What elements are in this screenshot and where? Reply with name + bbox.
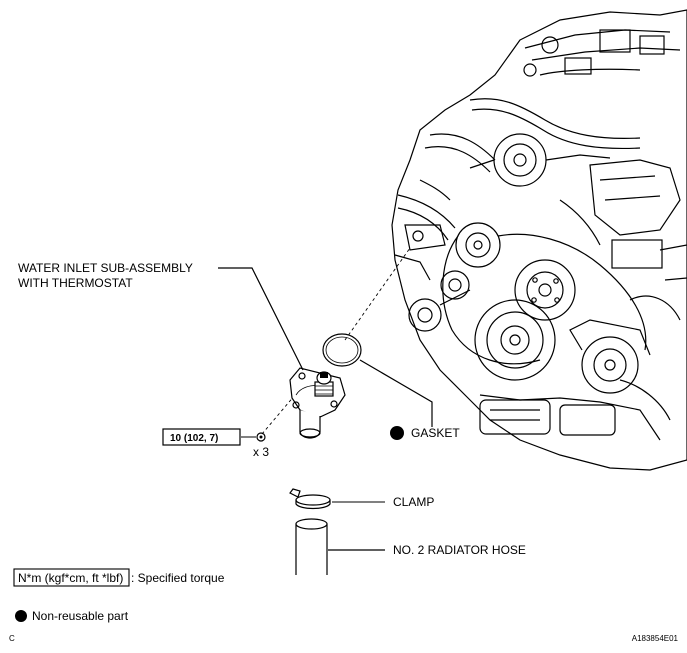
clamp-part: [289, 488, 331, 510]
gasket-ring: [322, 333, 362, 367]
torque-value: 10 (102, 7): [170, 433, 218, 444]
filled-circle-icon: [15, 610, 27, 622]
gasket-label: GASKET: [411, 426, 460, 440]
torque-box: [162, 428, 241, 446]
bolt-icon: [256, 432, 266, 442]
nonreusable-marker-gasket: [390, 426, 404, 440]
radiator-hose-label: NO. 2 RADIATOR HOSE: [393, 543, 526, 557]
water-inlet-assembly: [289, 367, 346, 439]
bolt-guide-line: [261, 394, 296, 435]
legend-torque-box: [13, 568, 130, 587]
legend-torque-units: N*m (kgf*cm, ft *lbf): [18, 571, 123, 585]
legend-torque-text: : Specified torque: [131, 571, 225, 585]
figure-id: A183854E01: [632, 634, 679, 643]
corner-code-left: C: [9, 634, 15, 643]
bolt-count: x 3: [253, 445, 269, 459]
engine-illustration: [391, 9, 687, 471]
water-inlet-label-line2: WITH THERMOSTAT: [18, 276, 133, 290]
legend-nonreusable-text: Non-reusable part: [32, 609, 129, 623]
water-inlet-label-line1: WATER INLET SUB-ASSEMBLY: [18, 261, 193, 275]
mount-guide-line: [344, 247, 411, 341]
clamp-label: CLAMP: [393, 495, 434, 509]
water-inlet-leader-line: [218, 267, 304, 371]
gasket-leader-line: [359, 359, 433, 427]
radiator-hose-part: [295, 518, 328, 575]
